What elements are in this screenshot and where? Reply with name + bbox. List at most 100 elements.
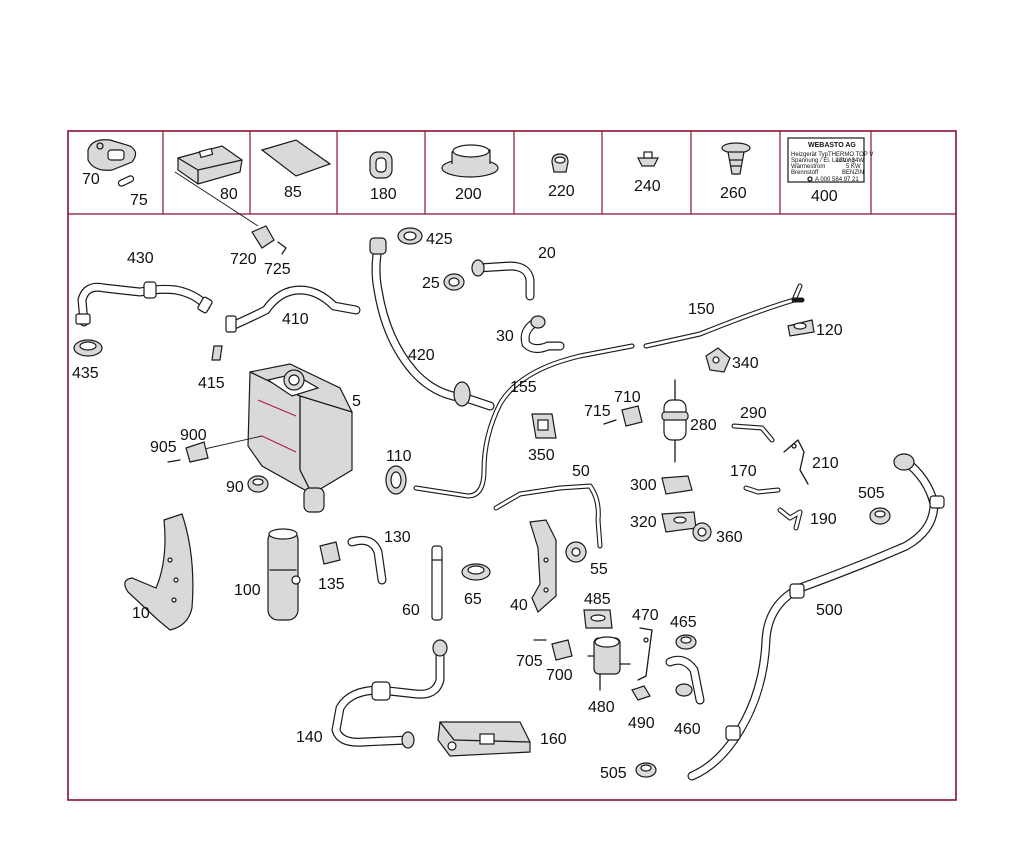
callout-410: 410 [282, 311, 309, 328]
callout-85: 85 [284, 184, 302, 201]
part-5-heater-unit[interactable] [247, 363, 353, 513]
label-400-line1-right: THERMO TOP V [828, 152, 873, 158]
part-350-bracket[interactable] [531, 413, 557, 439]
part-435-clamp[interactable] [73, 339, 103, 357]
part-320-clamp[interactable] [661, 511, 697, 533]
part-700-connector[interactable] [551, 639, 573, 661]
part-210-bracket[interactable] [783, 439, 809, 485]
part-280-dosing-pump[interactable] [661, 379, 689, 463]
callout-490: 490 [628, 715, 655, 732]
part-160-silencer[interactable] [437, 721, 531, 757]
part-400-type-label[interactable]: WEBASTO AG Heizgerät Typ THERMO TOP V Sp… [787, 137, 873, 183]
part-360-nut[interactable] [692, 522, 712, 542]
part-100-muffler[interactable] [267, 528, 301, 621]
callout-60: 60 [402, 602, 420, 619]
callout-50: 50 [572, 463, 590, 480]
part-10-heat-shield[interactable] [124, 513, 194, 631]
part-725-terminal[interactable] [277, 241, 287, 255]
part-200-seal[interactable] [441, 144, 499, 178]
part-50-fuel-line[interactable] [493, 483, 603, 549]
part-480-valve[interactable] [587, 636, 631, 691]
label-400-part-number: A 000 584 97 21 [815, 177, 859, 183]
label-400-line4-right: BENZIN [842, 170, 864, 176]
callout-420: 420 [408, 347, 435, 364]
part-90-grommet[interactable] [247, 475, 269, 493]
callout-360: 360 [716, 529, 743, 546]
part-240-clip[interactable] [637, 151, 659, 167]
part-490-pad[interactable] [631, 685, 651, 701]
part-120-clamp[interactable] [787, 319, 815, 337]
callout-505-lower: 505 [600, 765, 627, 782]
callout-505-upper: 505 [858, 485, 885, 502]
callout-480: 480 [588, 699, 615, 716]
part-500-hose[interactable] [687, 453, 945, 781]
callout-220: 220 [548, 183, 575, 200]
part-170-hose[interactable] [743, 485, 781, 495]
part-110-clamp[interactable] [385, 465, 407, 495]
callout-715: 715 [584, 403, 611, 420]
part-135-clamp[interactable] [319, 541, 341, 565]
part-485-clamp[interactable] [583, 609, 613, 629]
part-465-clamp[interactable] [675, 634, 697, 650]
callout-120: 120 [816, 322, 843, 339]
callout-485: 485 [584, 591, 611, 608]
label-400-line2-right: 12V / 34W [836, 158, 864, 164]
part-220-plug[interactable] [551, 153, 569, 173]
part-20-hose[interactable] [471, 259, 535, 301]
callout-290: 290 [740, 405, 767, 422]
part-900-connector[interactable] [185, 441, 209, 463]
part-905-terminal[interactable] [167, 459, 181, 463]
part-410-hose[interactable] [225, 285, 361, 333]
part-130-pipe[interactable] [347, 535, 387, 585]
part-65-clamp[interactable] [461, 563, 491, 581]
callout-70: 70 [82, 171, 100, 188]
part-40-bracket[interactable] [529, 519, 557, 614]
part-80-control-unit[interactable] [177, 145, 243, 185]
part-30-hose[interactable] [520, 315, 565, 354]
part-60-tube[interactable] [431, 545, 443, 621]
part-300-clamp[interactable] [661, 475, 693, 495]
part-190-hose[interactable] [777, 507, 803, 531]
callout-905: 905 [150, 439, 177, 456]
part-420-hose[interactable] [369, 237, 495, 411]
callout-180: 180 [370, 186, 397, 203]
label-400-line4-left: Brennstoff [791, 170, 819, 176]
part-505-clamp-lower[interactable] [635, 762, 657, 778]
part-425-clamp[interactable] [397, 227, 423, 245]
part-415-clip[interactable] [211, 345, 223, 361]
part-430-hose[interactable] [75, 281, 213, 327]
header-cell-dividers [162, 131, 872, 214]
label-400-line1-left: Heizgerät Typ [791, 152, 829, 158]
callout-5: 5 [352, 393, 361, 410]
part-720-connector[interactable] [251, 225, 275, 249]
part-710-connector[interactable] [621, 405, 643, 427]
callout-155: 155 [510, 379, 537, 396]
part-180-grommet[interactable] [369, 151, 393, 179]
part-85-pad[interactable] [260, 139, 332, 177]
part-460-hose[interactable] [665, 655, 705, 705]
part-715-terminal[interactable] [603, 419, 617, 425]
label-400-line3-left: Wärmestrom [791, 164, 825, 170]
part-470-bracket[interactable] [637, 627, 653, 681]
part-75-pin[interactable] [117, 175, 135, 187]
label-400-line2-left: Spannung / El. Leistung [791, 158, 855, 164]
callout-900: 900 [180, 427, 207, 444]
part-505-clamp-upper[interactable] [869, 507, 891, 525]
callout-725: 725 [264, 261, 291, 278]
part-140-exhaust-pipe[interactable] [331, 639, 448, 749]
part-290-hose[interactable] [731, 423, 775, 443]
part-155-fuel-line[interactable] [413, 343, 635, 499]
part-25-clamp[interactable] [443, 273, 465, 291]
callout-10: 10 [132, 605, 150, 622]
callout-200: 200 [455, 186, 482, 203]
callout-460: 460 [674, 721, 701, 738]
callout-55: 55 [590, 561, 608, 578]
part-55-clamp[interactable] [565, 541, 587, 563]
part-70-key-fob[interactable] [87, 139, 137, 171]
callout-150: 150 [688, 301, 715, 318]
part-150-fuel-line[interactable] [643, 283, 805, 349]
callout-400: 400 [811, 188, 838, 205]
part-260-fastener[interactable] [721, 142, 751, 175]
part-340-bracket[interactable] [705, 347, 731, 373]
